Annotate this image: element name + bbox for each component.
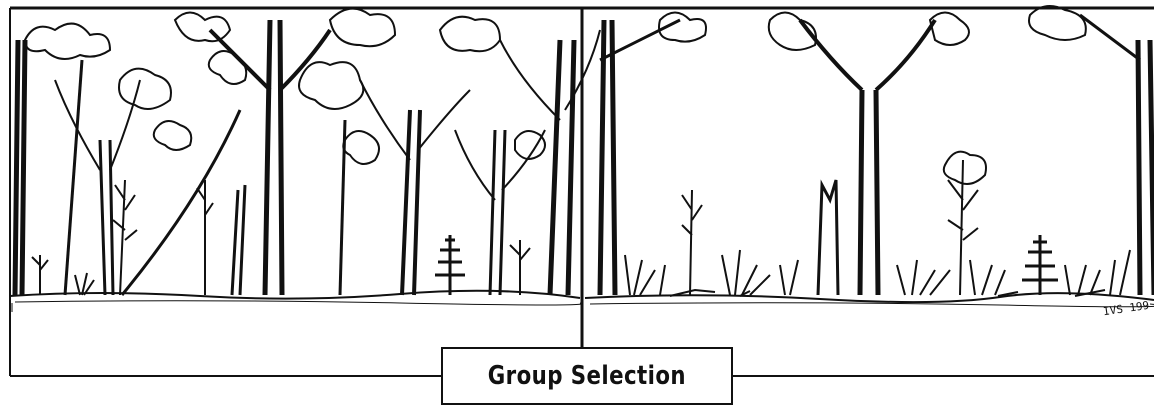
right-panel-forest xyxy=(600,6,1154,296)
left-panel-forest xyxy=(15,9,600,295)
caption-text: Group Selection xyxy=(488,361,686,391)
caption-box: Group Selection xyxy=(441,347,733,405)
frame xyxy=(10,8,1154,376)
